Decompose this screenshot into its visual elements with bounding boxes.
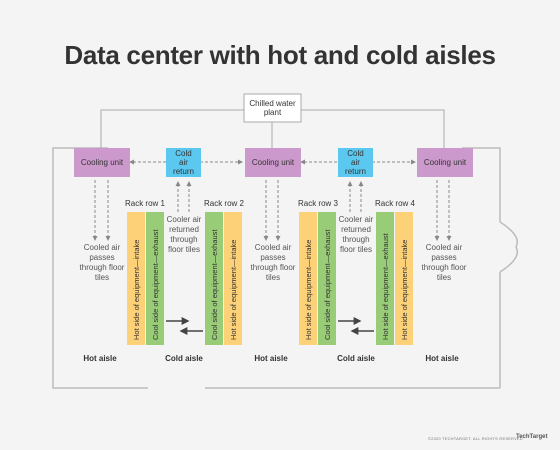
rack4-hot-label: Hot side of equipment—intake [400,239,409,340]
rack2-hot-side [224,212,242,345]
rack4-cool-label: Hot side of equipment—exhaust [381,233,390,340]
cooled-air-note-2: Cooled air passes through floor tiles [250,243,296,282]
aisle-label-3: Hot aisle [254,354,288,363]
air-return-1 [166,148,201,177]
rack1-hot-side [127,212,145,345]
aisle-label-5: Hot aisle [425,354,459,363]
vertical-flow-arrows [92,180,452,241]
rack2-cool-label: Cool side of equipment—exhaust [210,229,219,340]
cold-aisle-arrows [166,317,374,335]
air-return-2 [338,148,373,177]
rack2-cool-side [205,212,223,345]
cooled-air-note-1: Cooled air passes through floor tiles [79,243,125,282]
rack3-cool-side [318,212,336,345]
cooling-unit-1 [74,148,130,177]
rack4-hot-side [395,212,413,345]
rack-row-label-1: Rack row 1 [124,199,165,208]
rack4-cool-side [376,212,394,345]
rack1-cool-label: Cool side of equipment—exhaust [151,229,160,340]
air-return-label-2: Cold air return [345,149,366,176]
cooling-unit-label-1: Cooling unit [80,158,124,167]
cooled-air-note-3: Cooled air passes through floor tiles [421,243,467,282]
aisle-label-1: Hot aisle [83,354,117,363]
rack3-cool-label: Cool side of equipment—exhaust [323,229,332,340]
techtarget-logo: TechTarget [516,434,548,440]
rack1-hot-label: Hot side of equipment—intake [132,239,141,340]
rack-row-label-4: Rack row 4 [374,199,415,208]
returned-air-note-1: Cooler air returned through floor tiles [166,215,202,254]
rack1-cool-side [146,212,164,345]
cooling-unit-label-3: Cooling unit [423,158,467,167]
air-return-label-1: Cold air return [173,149,194,176]
chiller-pipes [100,109,445,161]
returned-air-note-2: Cooler air returned through floor tiles [338,215,374,254]
rack2-hot-label: Hot side of equipment—intake [229,239,238,340]
rack3-hot-label: Hot side of equipment—intake [304,239,313,340]
aisle-label-4: Cold aisle [337,354,375,363]
door-arc [499,221,518,273]
chiller-label: Chilled water plant [249,99,296,117]
cooling-unit-3 [417,148,473,177]
copyright-text: ©2020 TECHTARGET. ALL RIGHTS RESERVED [428,436,523,441]
aisle-label-2: Cold aisle [165,354,203,363]
rack3-hot-side [299,212,317,345]
cooling-unit-label-2: Cooling unit [251,158,295,167]
rack-row-label-3: Rack row 3 [297,199,338,208]
rack-row-label-2: Rack row 2 [203,199,244,208]
page-title: Data center with hot and cold aisles [64,40,496,70]
cooling-unit-2 [245,148,301,177]
